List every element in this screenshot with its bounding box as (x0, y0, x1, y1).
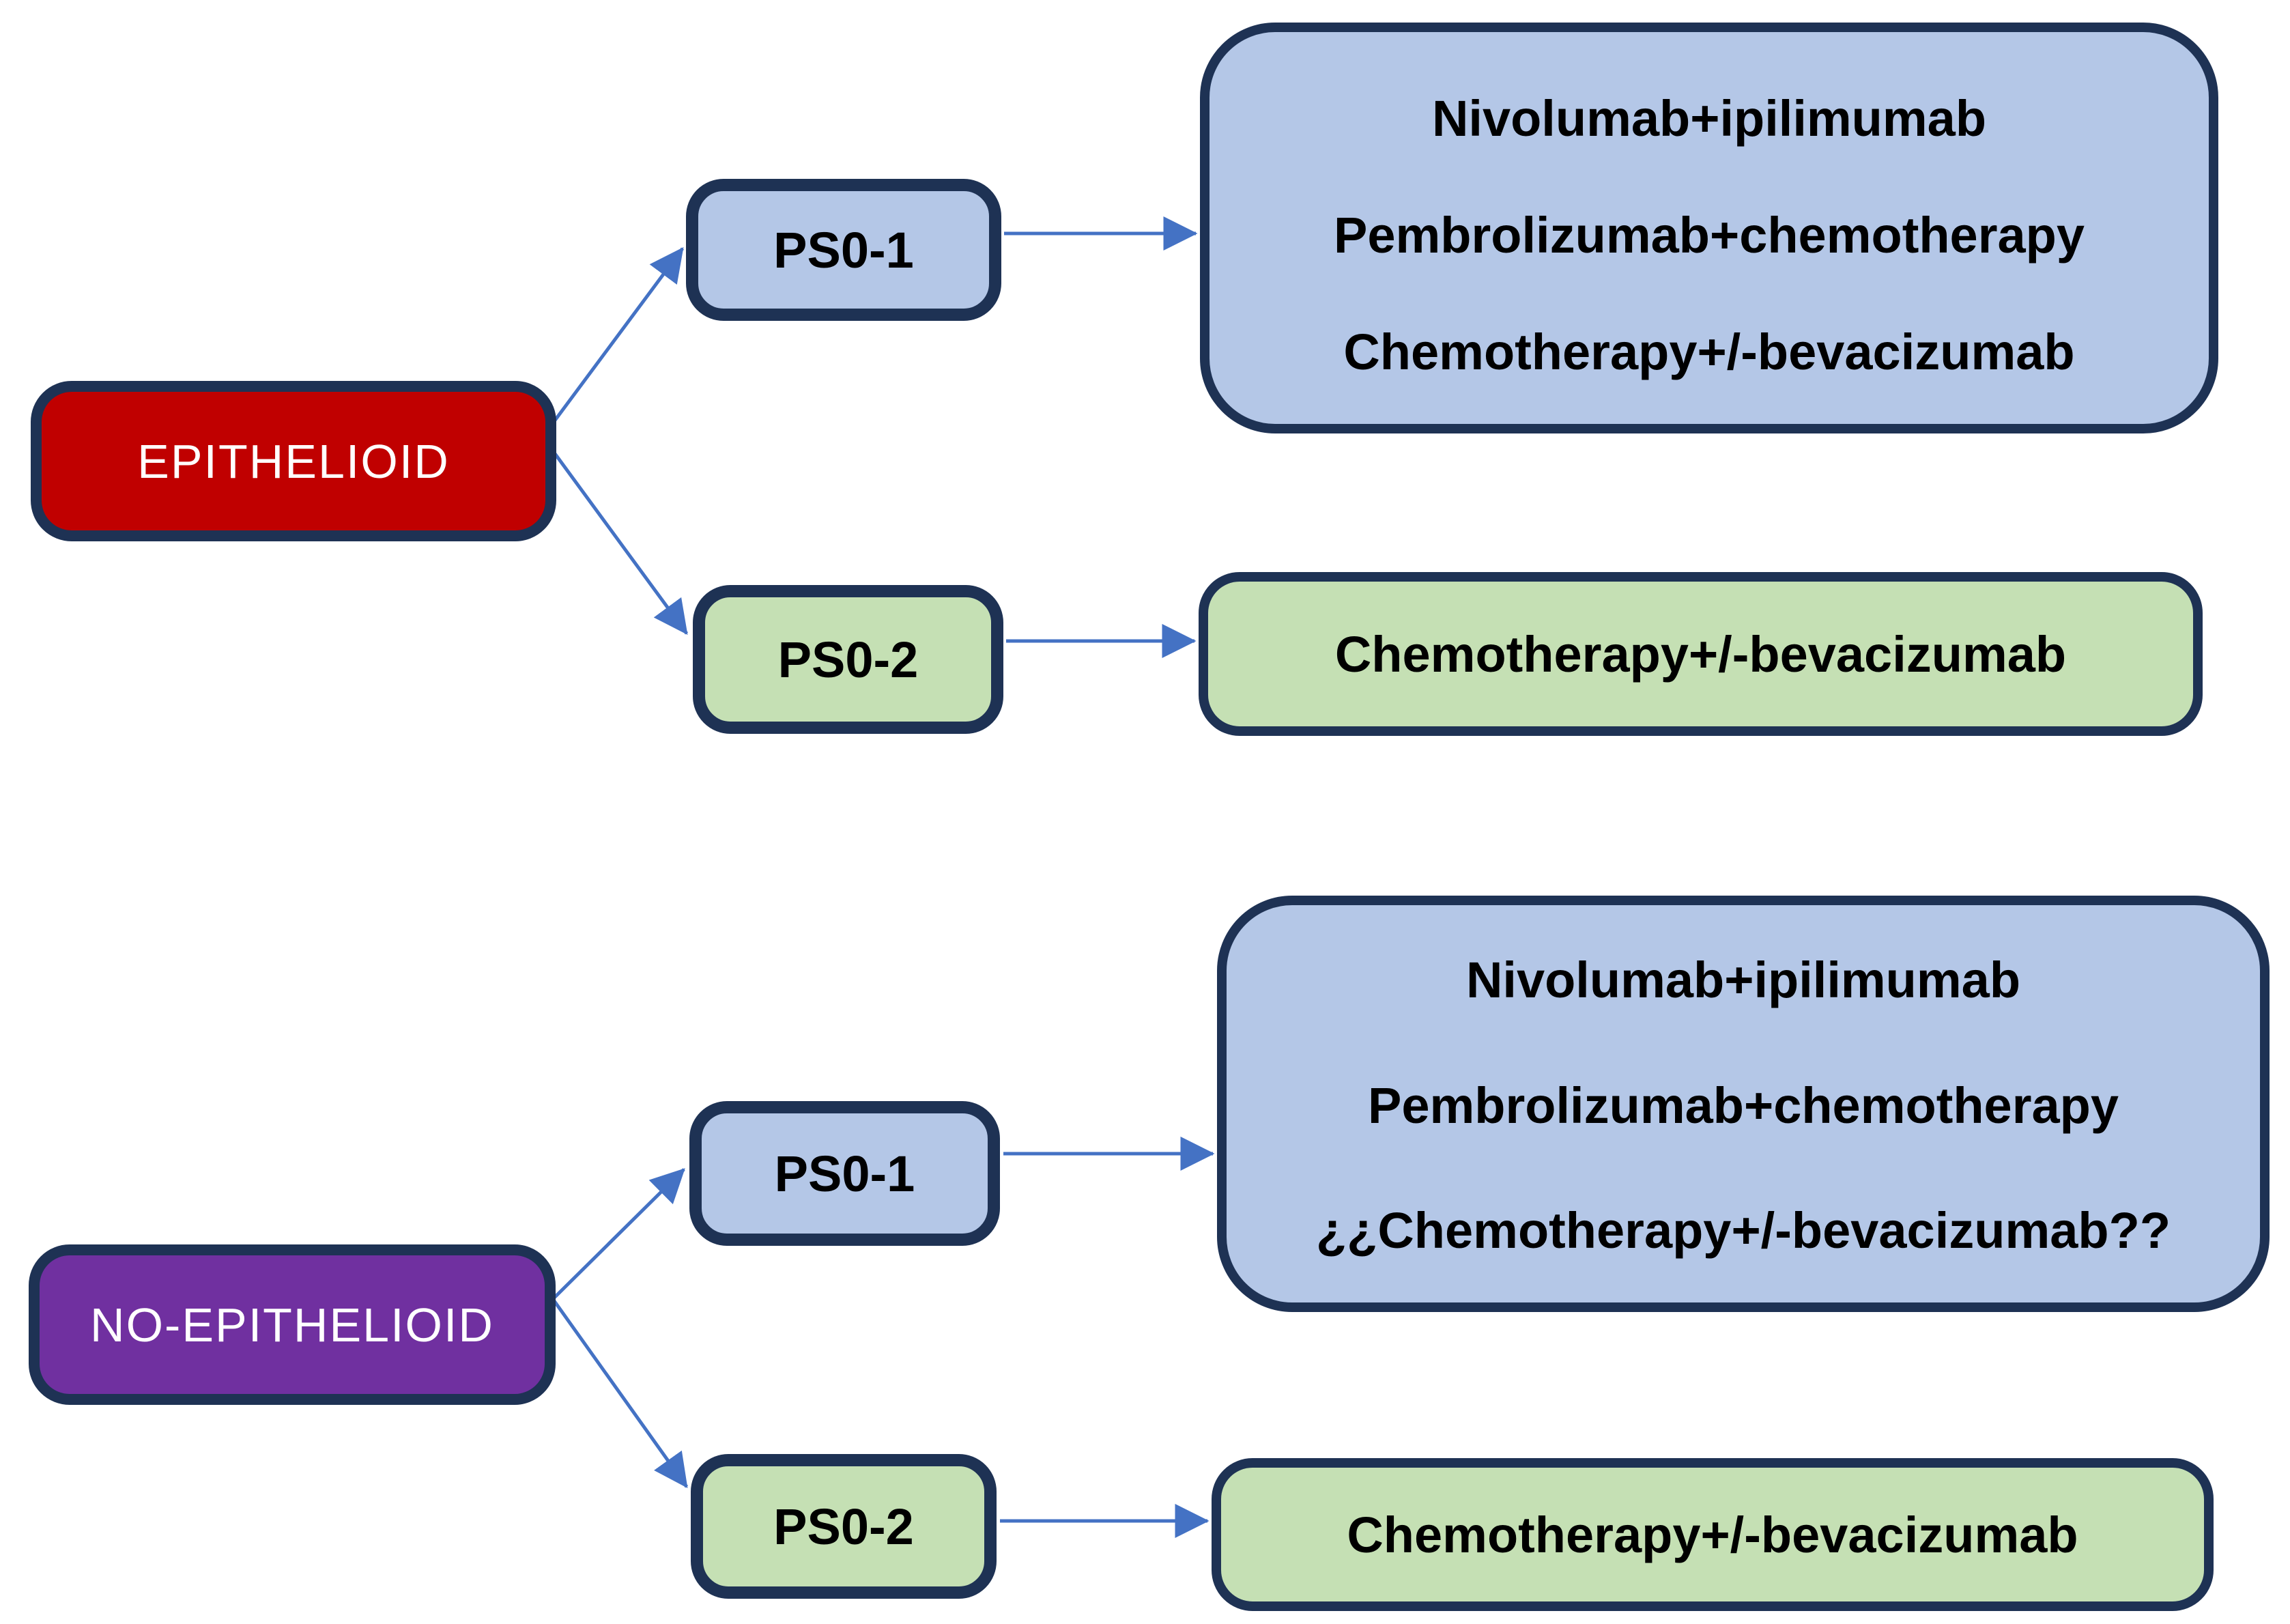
node-no-epithelioid-ps01-label: PS0-1 (774, 1145, 915, 1202)
outcome-line: Pembrolizumab+chemotherapy (1367, 1077, 2119, 1134)
node-epithelioid-ps02-outcome: Chemotherapy+/-bevacizumab (1199, 572, 2203, 736)
node-epithelioid-ps02-label: PS0-2 (777, 631, 919, 688)
outcome-line: Chemotherapy+/-bevacizumab (1347, 1506, 2078, 1563)
outcome-line: ¿¿Chemotherapy+/-bevacizumab?? (1315, 1202, 2171, 1259)
node-no-epithelioid: NO-EPITHELIOID (29, 1244, 556, 1405)
node-no-epithelioid-ps02: PS0-2 (691, 1454, 997, 1599)
outcome-line: Pembrolizumab+chemotherapy (1333, 207, 2085, 263)
arrow-epithelioid-to-ps02 (541, 436, 689, 636)
node-no-epithelioid-ps01-outcomes: Nivolumab+ipilimumab Pembrolizumab+chemo… (1217, 896, 2270, 1312)
node-epithelioid-ps01-label: PS0-1 (773, 221, 914, 279)
node-epithelioid-ps01-outcomes: Nivolumab+ipilimumab Pembrolizumab+chemo… (1200, 23, 2218, 433)
node-epithelioid-ps01: PS0-1 (686, 179, 1001, 321)
arrow-epithelioid-to-ps01 (541, 246, 685, 438)
node-no-epithelioid-ps01: PS0-1 (689, 1101, 1000, 1246)
node-epithelioid-label: EPITHELIOID (137, 434, 450, 488)
node-no-epithelioid-ps02-label: PS0-2 (773, 1498, 914, 1555)
outcome-line: Nivolumab+ipilimumab (1431, 90, 1987, 147)
outcome-line: Chemotherapy+/-bevacizumab (1343, 324, 2075, 380)
node-epithelioid: EPITHELIOID (31, 381, 556, 541)
outcome-line: Chemotherapy+/-bevacizumab (1334, 625, 2067, 683)
arrow-no-epithelioid-to-ps02 (551, 1298, 689, 1489)
node-no-epithelioid-label: NO-EPITHELIOID (90, 1298, 494, 1352)
outcome-line: Nivolumab+ipilimumab (1465, 952, 2021, 1008)
node-epithelioid-ps02: PS0-2 (693, 585, 1003, 734)
node-no-epithelioid-ps02-outcome: Chemotherapy+/-bevacizumab (1212, 1458, 2214, 1611)
arrow-no-epithelioid-to-ps01 (552, 1168, 685, 1300)
